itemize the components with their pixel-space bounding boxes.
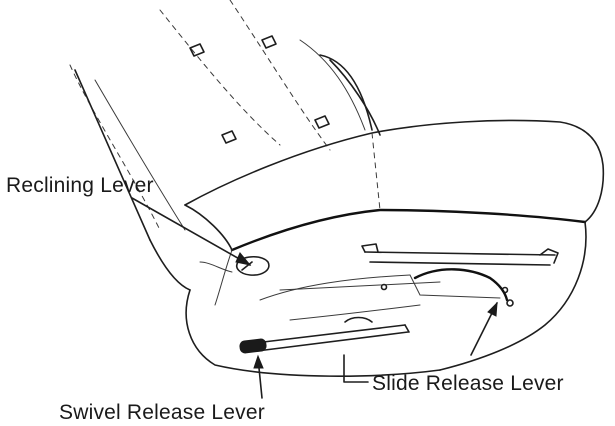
leader-lines bbox=[131, 197, 498, 399]
slide-rail-mechanism bbox=[259, 243, 559, 321]
seat-base bbox=[149, 221, 587, 377]
swivel-release-lever bbox=[239, 316, 410, 354]
reclining-lever-label: Reclining Lever bbox=[6, 174, 154, 197]
seat-back bbox=[69, 0, 381, 241]
slide-release-lever bbox=[413, 268, 514, 307]
tufting-buttons bbox=[189, 35, 330, 144]
swivel-release-lever-label: Swivel Release Lever bbox=[59, 401, 265, 424]
reclining-lever bbox=[199, 255, 270, 276]
slide-release-lever-label: Slide Release Lever bbox=[372, 372, 564, 395]
seat-cushion bbox=[184, 119, 605, 252]
